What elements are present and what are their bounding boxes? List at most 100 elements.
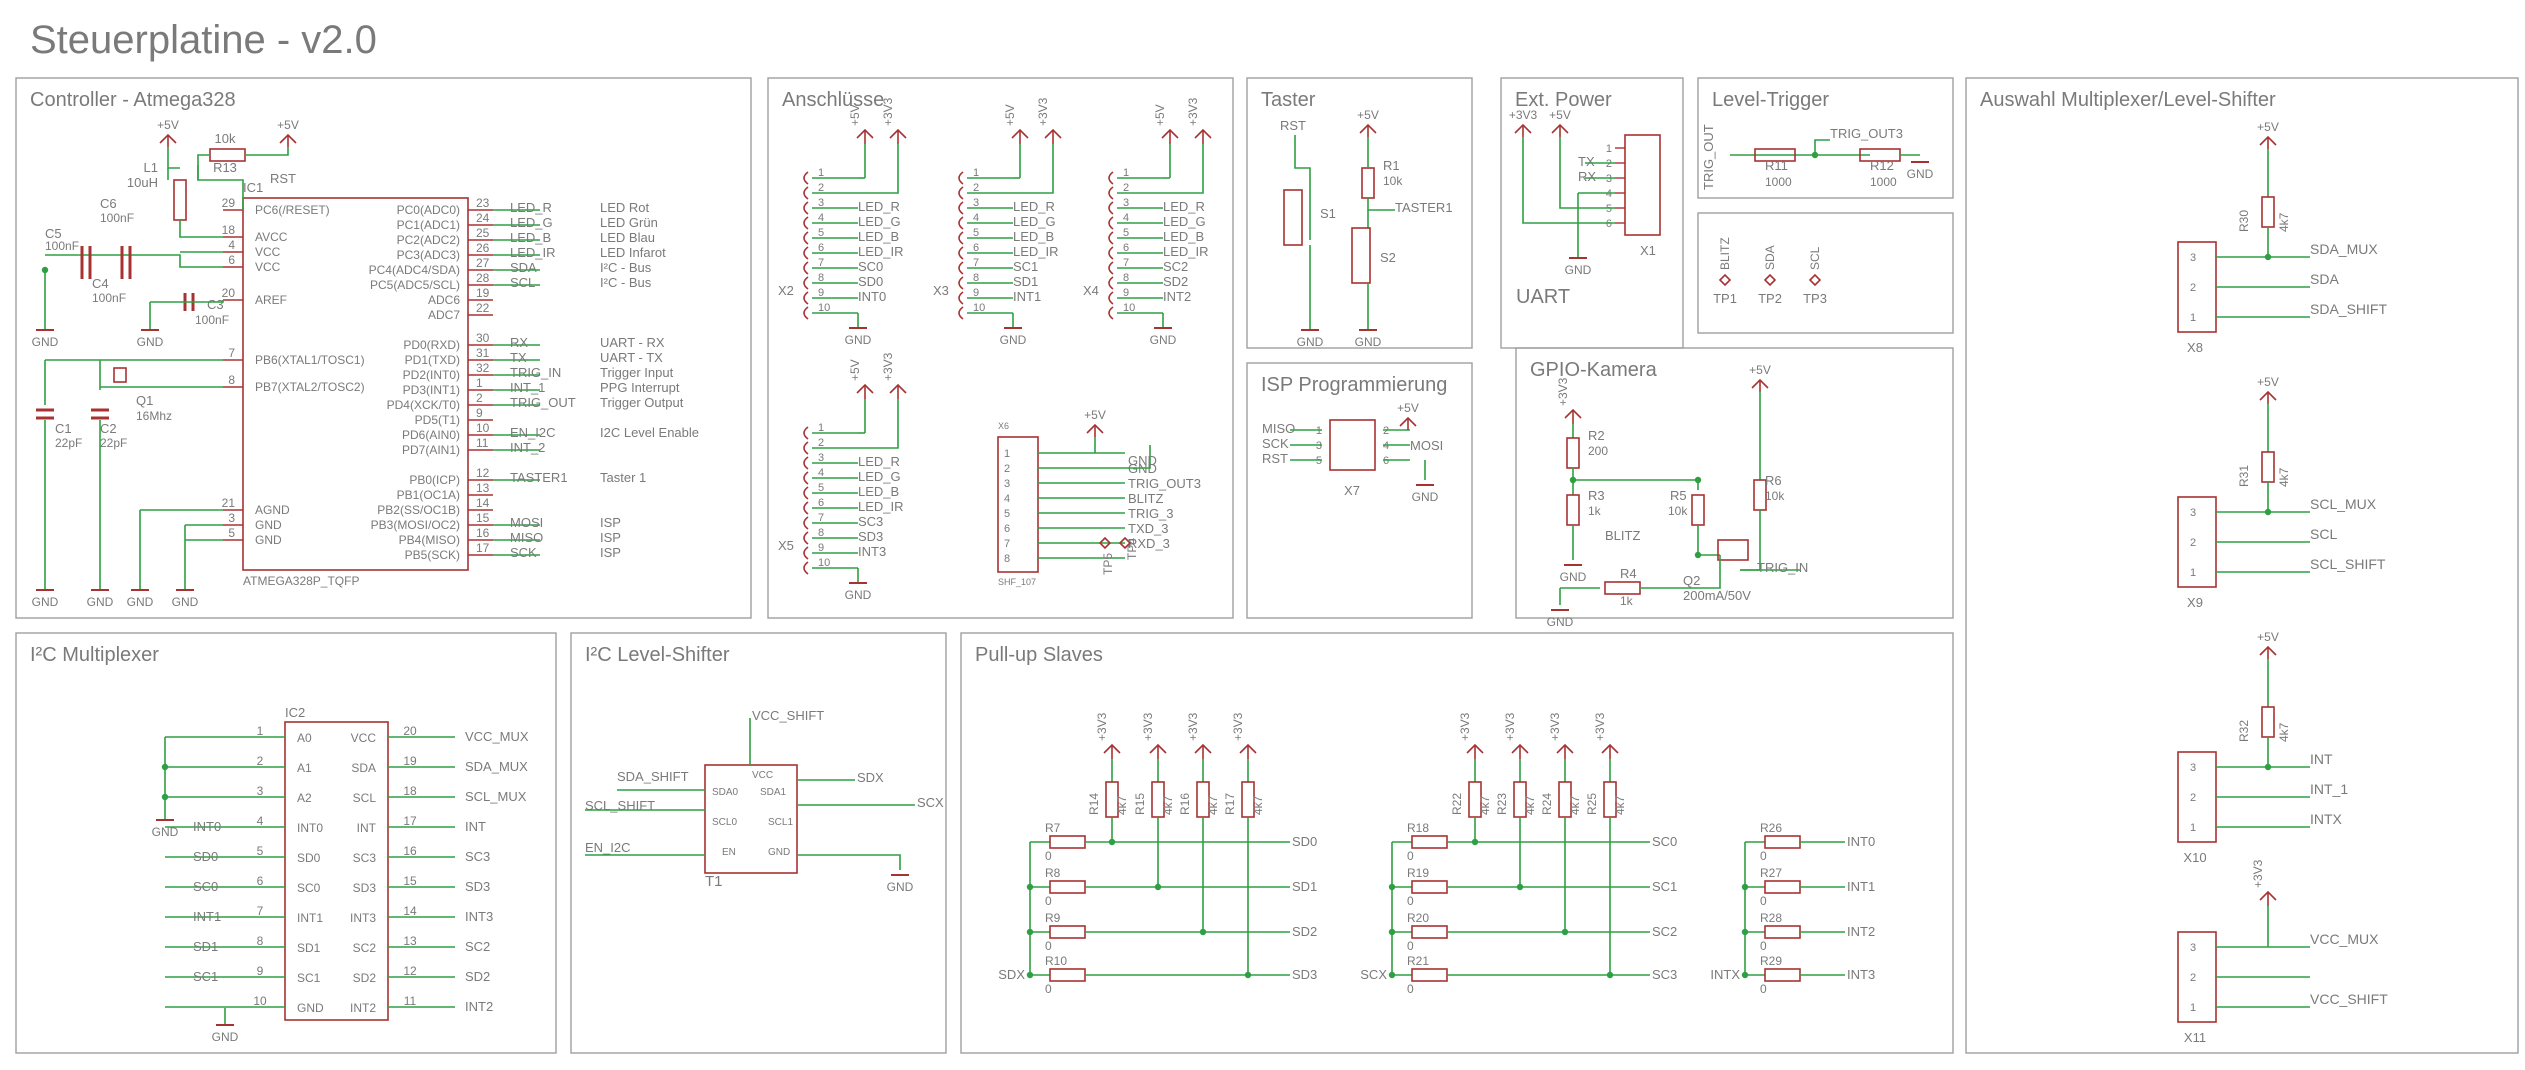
pin-description: UART - TX [600,350,663,365]
pin-number: 12 [403,964,417,978]
net-label: LED_B [1163,229,1204,244]
r-name: R26 [1760,821,1782,835]
pin-number: 2 [1383,425,1389,437]
supply-label: +5V [2257,375,2279,389]
net-label: SC1 [1013,259,1038,274]
r5-name: R5 [1670,488,1687,503]
supply-arrow [1086,423,1104,434]
pin-number: 6 [1004,523,1010,535]
pin-number: 10 [1123,302,1135,314]
series-resistor [1764,925,1801,939]
net-label: SDA [510,260,537,275]
c3-name: C3 [207,297,224,312]
net-label: INT2 [465,999,493,1014]
pin-number: 9 [818,542,824,554]
pin-description: LED Rot [600,200,650,215]
net-label: LED_B [1013,229,1054,244]
r-value: 4k7 [2277,467,2291,487]
c6-value: 100nF [100,211,134,225]
vcc-shift-label: VCC_SHIFT [752,708,824,723]
net-label: VCC_SHIFT [2310,991,2388,1007]
pin-number: 1 [476,376,483,390]
net-label: SDA_MUX [465,759,528,774]
connector-x10 [2177,751,2217,843]
r-name: R32 [2237,720,2251,742]
pin-number: 7 [818,257,824,269]
pin-number: 32 [476,361,490,375]
supply-label: +5V [1749,363,1771,377]
frame-title: Controller - Atmega328 [30,89,236,111]
net-label: LED_IR [1163,244,1209,259]
r-value: 4k7 [1206,795,1220,815]
net-label: LED_G [1163,214,1206,229]
pin-number: 2 [2190,282,2196,294]
rx-label: RX [1578,169,1596,184]
sdx-label: SDX [857,770,884,785]
pin-name: PB5(SCK) [405,548,460,562]
pin-number: 3 [2190,762,2196,774]
gnd-label: GND [137,335,164,349]
r-name: R7 [1045,821,1061,835]
net-label: SD1 [193,939,218,954]
pin-name: SDA0 [712,787,739,798]
net-label: RXD_3 [1128,536,1170,551]
junction-dot [41,266,49,274]
r2 [1566,437,1580,469]
gnd-label: GND [32,595,59,609]
pin-number: 8 [257,934,264,948]
gnd-label: GND [1150,333,1177,347]
connector-pin [1108,186,1114,200]
testpoint-name: TP2 [1758,291,1782,306]
supply-arrow [279,133,297,144]
net-label: TASTER1 [510,470,568,485]
net-label: INT1 [1847,879,1875,894]
pin-number: 15 [403,874,417,888]
supply-label: +5V [1397,401,1419,415]
pin-number: 4 [1606,188,1612,200]
supply-label: +3V3 [2251,859,2265,888]
c3-value: 100nF [195,313,229,327]
net-label: INT [465,819,486,834]
pin-number: 24 [476,211,490,225]
series-resistor [1764,835,1801,849]
r-value: 4k7 [2277,722,2291,742]
net-label: LED_R [1163,199,1205,214]
sck-label: SCK [1262,436,1289,451]
connector-pin [803,471,809,485]
net-label: LED_B [858,229,899,244]
connector-pin [803,261,809,275]
pin-number: 2 [1004,463,1010,475]
junction-dot [2264,763,2272,771]
pin-number: 20 [222,286,236,300]
net-label: INT0 [858,289,886,304]
net-label: MOSI [510,515,543,530]
frame-title: Ext. Power [1515,89,1612,111]
junction-dot [161,793,169,801]
wire [1013,144,1054,194]
pin-name: A1 [297,761,312,775]
r4-name: R4 [1620,566,1637,581]
net-label: LED_B [510,230,551,245]
pin-number: 14 [476,496,490,510]
pin-number: 8 [818,272,824,284]
net-label: LED_R [858,199,900,214]
pullup-resistor [2261,451,2275,483]
gnd-label: GND [1355,335,1382,349]
pin-number: 2 [818,182,824,194]
net-label: SDA_MUX [2310,241,2378,257]
junction-dot [1199,928,1207,936]
c5-name: C5 [45,226,62,241]
connector-pin [958,276,964,290]
net-label: TRIG_OUT3 [1128,476,1201,491]
connector-pin [803,246,809,260]
testpoint-net: SCL [1808,246,1822,270]
net-label: SC1 [193,969,218,984]
supply-label: +5V [1549,108,1571,122]
pin-number: 4 [228,238,235,252]
wire [45,254,223,268]
r-name: R18 [1407,821,1429,835]
pin-name: ADC7 [428,308,460,322]
pin-name: SD1 [297,941,321,955]
r-name: R25 [1585,793,1599,815]
pin-description: I2C Level Enable [600,425,699,440]
